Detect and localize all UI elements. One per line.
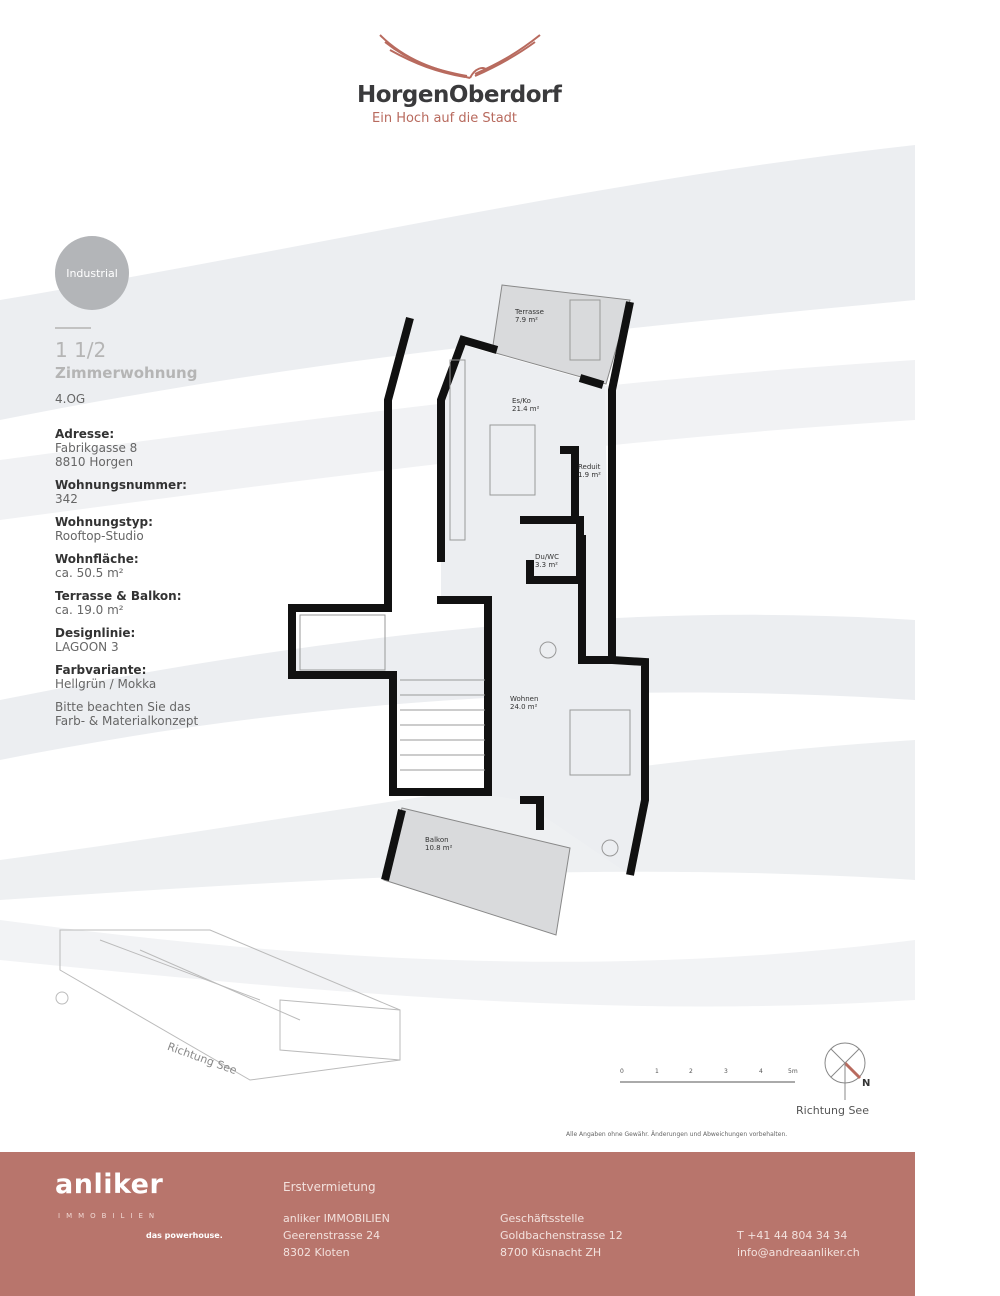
scale-tick: 1 bbox=[655, 1068, 659, 1075]
stairs bbox=[400, 679, 485, 771]
terrace-area bbox=[491, 284, 631, 385]
anliker-logo-sub: IMMOBILIEN bbox=[58, 1212, 161, 1220]
detail-type: Wohnungstyp: Rooftop-Studio bbox=[55, 515, 275, 543]
detail-label: Designlinie: bbox=[55, 626, 136, 640]
phone-link[interactable]: T +41 44 804 34 34 bbox=[737, 1229, 848, 1242]
detail-value: Hellgrün / Mokka bbox=[55, 677, 157, 691]
detail-label: Wohnfläche: bbox=[55, 552, 139, 566]
detail-color-variant: Farbvariante: Hellgrün / Mokka bbox=[55, 663, 275, 691]
detail-value: Rooftop-Studio bbox=[55, 529, 144, 543]
anliker-logo: anliker bbox=[55, 1169, 164, 1200]
contact: T +41 44 804 34 34 info@andreaanliker.ch bbox=[737, 1227, 860, 1261]
scale-tick: 0 bbox=[620, 1068, 624, 1075]
detail-value: ca. 50.5 m² bbox=[55, 566, 124, 580]
eagle-logo-icon bbox=[379, 34, 541, 79]
detail-terrace-area: Terrasse & Balkon: ca. 19.0 m² bbox=[55, 589, 275, 617]
note-line: Farb- & Materialkonzept bbox=[55, 714, 199, 728]
compass-icon bbox=[824, 1042, 866, 1100]
detail-value: Fabrikgasse 8 bbox=[55, 441, 138, 455]
detail-number: Wohnungsnummer: 342 bbox=[55, 478, 275, 506]
detail-value: 8810 Horgen bbox=[55, 455, 134, 469]
detail-value: ca. 19.0 m² bbox=[55, 603, 124, 617]
email-link[interactable]: info@andreaanliker.ch bbox=[737, 1246, 860, 1259]
detail-value: 342 bbox=[55, 492, 78, 506]
material-note: Bitte beachten Sie das Farb- & Materialk… bbox=[55, 700, 275, 728]
north-label: N bbox=[862, 1078, 871, 1089]
detail-label: Wohnungstyp: bbox=[55, 515, 153, 529]
detail-label: Wohnungsnummer: bbox=[55, 478, 187, 492]
footer-heading: Erstvermietung bbox=[283, 1180, 376, 1194]
detail-label: Adresse: bbox=[55, 427, 115, 441]
footer: anliker IMMOBILIEN das powerhouse. Erstv… bbox=[0, 1152, 915, 1296]
detail-living-area: Wohnfläche: ca. 50.5 m² bbox=[55, 552, 275, 580]
project-logo-title: HorgenOberdorf bbox=[357, 82, 562, 108]
site-sketch bbox=[55, 929, 401, 1081]
scale-tick: 2 bbox=[689, 1068, 693, 1075]
apartment-details: Adresse: Fabrikgasse 8 8810 Horgen Wohnu… bbox=[55, 427, 275, 728]
scale-tick: 5m bbox=[788, 1068, 798, 1075]
detail-value: LAGOON 3 bbox=[55, 640, 119, 654]
slogan: das powerhouse. bbox=[146, 1231, 223, 1240]
scale-tick: 4 bbox=[759, 1068, 763, 1075]
detail-label: Farbvariante: bbox=[55, 663, 147, 677]
disclaimer: Alle Angaben ohne Gewähr. Änderungen und… bbox=[566, 1131, 788, 1138]
detail-label: Terrasse & Balkon: bbox=[55, 589, 182, 603]
detail-address: Adresse: Fabrikgasse 8 8810 Horgen bbox=[55, 427, 275, 469]
detail-design-line: Designlinie: LAGOON 3 bbox=[55, 626, 275, 654]
direction-label: Richtung See bbox=[796, 1104, 869, 1117]
floor-level: 4.OG bbox=[55, 392, 86, 406]
note-line: Bitte beachten Sie das bbox=[55, 700, 191, 714]
design-badge: Industrial bbox=[55, 236, 129, 310]
project-tagline: Ein Hoch auf die Stadt bbox=[372, 111, 518, 126]
divider bbox=[55, 327, 91, 329]
scale-tick: 3 bbox=[724, 1068, 728, 1075]
room-count: 1 1/2 bbox=[55, 338, 107, 362]
apartment-type: Zimmerwohnung bbox=[55, 364, 198, 382]
floor-plan bbox=[55, 284, 866, 1100]
